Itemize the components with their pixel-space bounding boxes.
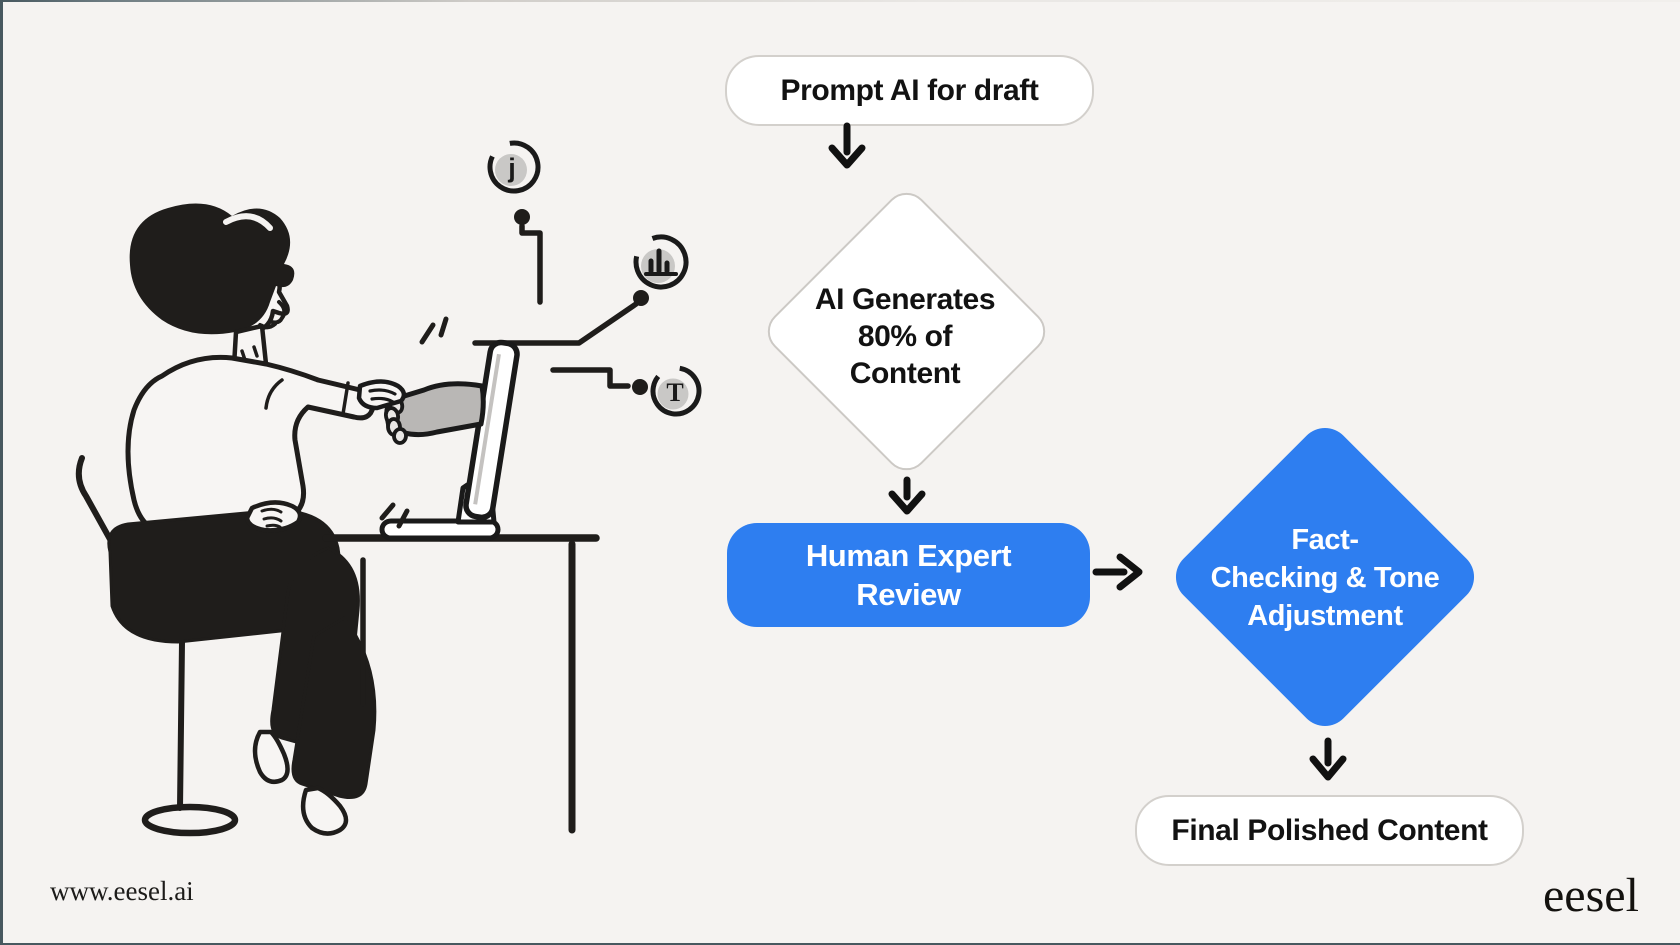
window-edge-left <box>0 0 3 945</box>
chair <box>75 455 239 837</box>
hair <box>129 203 295 335</box>
window-edge-bottom <box>0 943 1680 945</box>
arrow-review-to-factcheck <box>1092 553 1143 591</box>
brand-wordmark: eesel <box>1543 869 1639 922</box>
flow-node-prompt: Prompt AI for draft <box>725 55 1094 126</box>
svg-text:j: j <box>507 153 516 183</box>
person <box>107 203 377 836</box>
flow-node-fact-checking-label: Fact- Checking & Tone Adjustment <box>1210 524 1440 632</box>
flow-node-ai-generates-label: AI Generates 80% of Content <box>814 282 996 390</box>
arrow-prompt-to-generate <box>828 122 866 169</box>
arrow-factcheck-to-final <box>1309 737 1347 781</box>
website-url: www.eesel.ai <box>50 876 194 906</box>
flow-node-final: Final Polished Content <box>1135 795 1524 866</box>
emphasis-marks <box>379 316 449 529</box>
flow-node-human-review: Human Expert Review <box>727 523 1090 627</box>
pants <box>107 508 377 799</box>
window-edge-top <box>0 0 1680 2</box>
person-hand <box>356 379 407 411</box>
monitor <box>379 339 520 541</box>
circuit-dots <box>514 209 649 395</box>
flow-node-final-label: Final Polished Content <box>1171 813 1488 847</box>
torso-and-arm <box>125 354 376 540</box>
handshake <box>356 316 486 529</box>
hair-highlight <box>223 213 273 231</box>
svg-text:T: T <box>666 378 683 407</box>
text-icon: T <box>650 365 702 417</box>
feet <box>252 729 349 836</box>
pin-icon: j <box>487 140 541 194</box>
bar-chart-icon <box>633 234 689 290</box>
flow-node-prompt-label: Prompt AI for draft <box>780 73 1039 107</box>
arrow-generate-to-review <box>888 476 926 515</box>
hand-on-knee <box>244 500 303 533</box>
illustration-person-computer-handshake: j T <box>75 140 702 837</box>
